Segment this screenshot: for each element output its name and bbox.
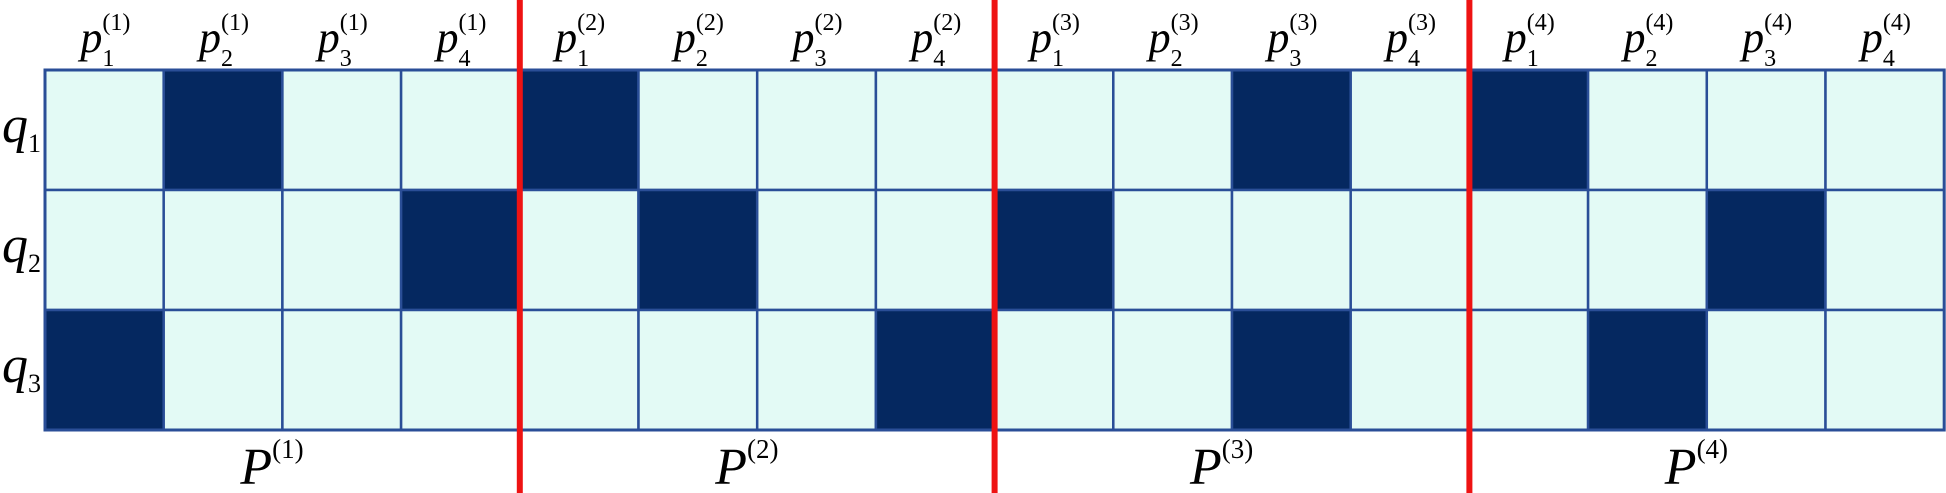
column-label-10: p(3)2 [1146,10,1199,72]
matrix-cell-r3-c11-filled [1230,308,1352,432]
column-label-15: p(4)3 [1739,10,1792,72]
row-label-3: q3 [2,337,41,398]
row-labels: q1 q2 q3 [2,97,41,398]
matrix-cell-r3-c4-empty [399,308,522,432]
group-label-2: P(2) [714,434,778,493]
group-label-1: P(1) [239,434,303,493]
matrix-cell-r2-c3-empty [281,188,403,312]
matrix-cell-r3-c8-filled [874,308,996,432]
matrix-cell-r3-c2-empty [162,308,284,432]
matrix-cell-r2-c14-empty [1586,188,1709,312]
matrix-cell-r2-c5-empty [518,188,640,312]
column-labels: p(1)1 p(1)2 p(1)3 p(1)4 p(2)1 p(2)2 p(2)3 p(2)4… [77,10,1910,72]
matrix-cell-r3-c12-empty [1349,308,1471,432]
column-label-6: p(2)2 [671,10,724,72]
matrix-cell-r3-c14-filled [1586,308,1709,432]
matrix-cell-r2-c7-empty [755,188,878,312]
matrix-cell-r2-c6-filled [637,188,759,312]
row-label-2: q2 [2,217,41,278]
group-labels: P(1) P(2) P(3) P(4) [239,434,1728,493]
matrix-cell-r1-c7-empty [755,68,878,192]
row-label-1: q1 [2,97,41,158]
matrix-cell-r2-c16-empty [1824,188,1946,312]
matrix-cell-r3-c9-empty [993,308,1115,432]
group-dividers [516,0,1473,493]
matrix-cell-r3-c16-empty [1824,308,1946,432]
column-label-5: p(2)1 [552,10,605,72]
column-label-16: p(4)4 [1858,10,1911,72]
matrix-cell-r2-c8-empty [874,188,996,312]
matrix-cell-r2-c2-empty [162,188,284,312]
matrix-cell-r2-c9-filled [993,188,1115,312]
matrix-cell-r1-c16-empty [1824,68,1946,192]
matrix-cell-r2-c11-empty [1230,188,1352,312]
group-label-3: P(3) [1189,434,1253,493]
matrix-cell-r1-c2-filled [162,68,284,192]
column-label-8: p(2)4 [908,10,961,72]
matrix-cell-r3-c3-empty [281,308,403,432]
matrix-cell-r2-c12-empty [1349,188,1471,312]
matrix-cell-r2-c15-filled [1705,188,1827,312]
matrix-cell-r2-c4-filled [399,188,522,312]
matrix-cell-r1-c6-empty [637,68,759,192]
matrix-cell-r1-c3-empty [281,68,403,192]
matrix-cell-r2-c1-empty [43,188,165,312]
matrix-cell-r1-c5-filled [518,68,640,192]
group-label-4: P(4) [1664,434,1728,493]
matrix-cell-r1-c14-empty [1586,68,1709,192]
matrix-cell-r3-c15-empty [1705,308,1827,432]
column-label-3: p(1)3 [315,10,368,72]
matrix-cell-r3-c1-filled [43,308,165,432]
column-label-9: p(3)1 [1027,10,1080,72]
column-label-13: p(4)1 [1502,10,1555,72]
matrix-cell-r2-c10-empty [1112,188,1234,312]
matrix-cell-r1-c15-empty [1705,68,1827,192]
column-label-11: p(3)3 [1264,10,1317,72]
matrix-cell-r1-c9-empty [993,68,1115,192]
matrix-cell-r1-c13-filled [1468,68,1590,192]
matrix-cell-r3-c13-empty [1468,308,1590,432]
column-label-14: p(4)2 [1620,10,1673,72]
column-label-7: p(2)3 [790,10,843,72]
matrix-cell-r1-c12-empty [1349,68,1471,192]
matrix-cell-r3-c7-empty [755,308,878,432]
matrix-cell-r3-c6-empty [637,308,759,432]
column-label-2: p(1)2 [196,10,249,72]
column-label-12: p(3)4 [1383,10,1436,72]
matrix-cell-r3-c10-empty [1112,308,1234,432]
column-label-4: p(1)4 [433,10,486,72]
matrix-cell-r1-c4-empty [399,68,522,192]
matrix-cell-r1-c10-empty [1112,68,1234,192]
matrix-cell-r3-c5-empty [518,308,640,432]
matrix-cell-r1-c1-empty [43,68,165,192]
column-label-1: p(1)1 [77,10,130,72]
matrix-cell-r1-c11-filled [1230,68,1352,192]
matrix-cell-r1-c8-empty [874,68,996,192]
matrix-cell-r2-c13-empty [1468,188,1590,312]
